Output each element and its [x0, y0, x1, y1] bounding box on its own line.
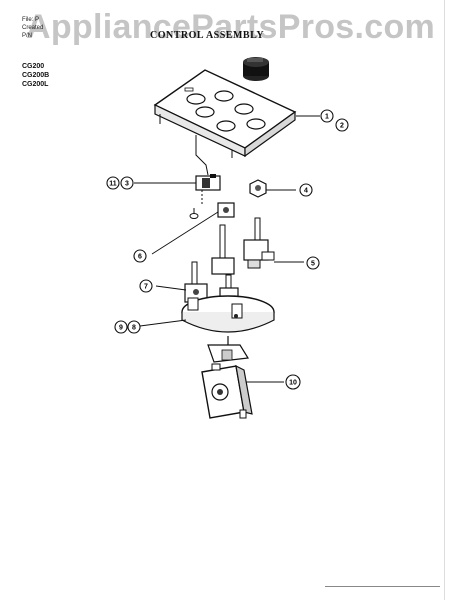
callout-2: 2 — [335, 118, 349, 132]
control-knob — [243, 57, 269, 81]
callout-1: 1 — [320, 109, 334, 123]
svg-text:6: 6 — [138, 254, 142, 261]
burner-valve-center — [211, 224, 239, 305]
callout-7: 7 — [139, 279, 153, 293]
svg-text:5: 5 — [311, 261, 315, 268]
model-number: CG200L — [22, 81, 49, 88]
header-pn: P/N — [22, 33, 33, 39]
burner-valve-left — [184, 261, 208, 303]
callout-9: 9 — [114, 320, 128, 334]
model-number: CG200B — [22, 72, 50, 79]
svg-text:8: 8 — [132, 325, 136, 332]
valve-connector — [207, 344, 250, 363]
svg-text:3: 3 — [125, 181, 129, 188]
ignition-switch — [188, 174, 221, 219]
svg-text:9: 9 — [119, 325, 123, 332]
callout-6: 6 — [133, 249, 147, 263]
svg-text:7: 7 — [144, 284, 148, 291]
callout-10: 10 — [285, 374, 301, 390]
callout-11: 11 — [106, 176, 120, 190]
svg-text:4: 4 — [304, 188, 308, 195]
page-edge-line — [444, 0, 445, 600]
footer-rule — [325, 586, 440, 587]
pressure-regulator — [201, 363, 253, 419]
svg-text:1: 1 — [325, 114, 329, 121]
header-file: File: P — [22, 17, 40, 23]
callout-4: 4 — [299, 183, 313, 197]
model-number: CG200 — [22, 63, 45, 70]
svg-text:11: 11 — [109, 181, 117, 188]
diagram-title: CONTROL ASSEMBLY — [150, 30, 265, 41]
header-created: Created — [22, 25, 44, 31]
manifold-base — [181, 295, 275, 350]
burner-valve-right — [243, 217, 275, 269]
svg-text:10: 10 — [289, 380, 297, 387]
svg-text:2: 2 — [340, 123, 344, 130]
callout-3: 3 — [120, 176, 134, 190]
nut-part — [249, 179, 267, 198]
control-panel-plate — [153, 69, 297, 158]
callout-8: 8 — [127, 320, 141, 334]
callout-5: 5 — [306, 256, 320, 270]
watermark: AppliancePartsPros.com — [26, 8, 436, 46]
spacer-part — [217, 202, 235, 218]
model-list: CG200 CG200B CG200L — [22, 62, 49, 89]
